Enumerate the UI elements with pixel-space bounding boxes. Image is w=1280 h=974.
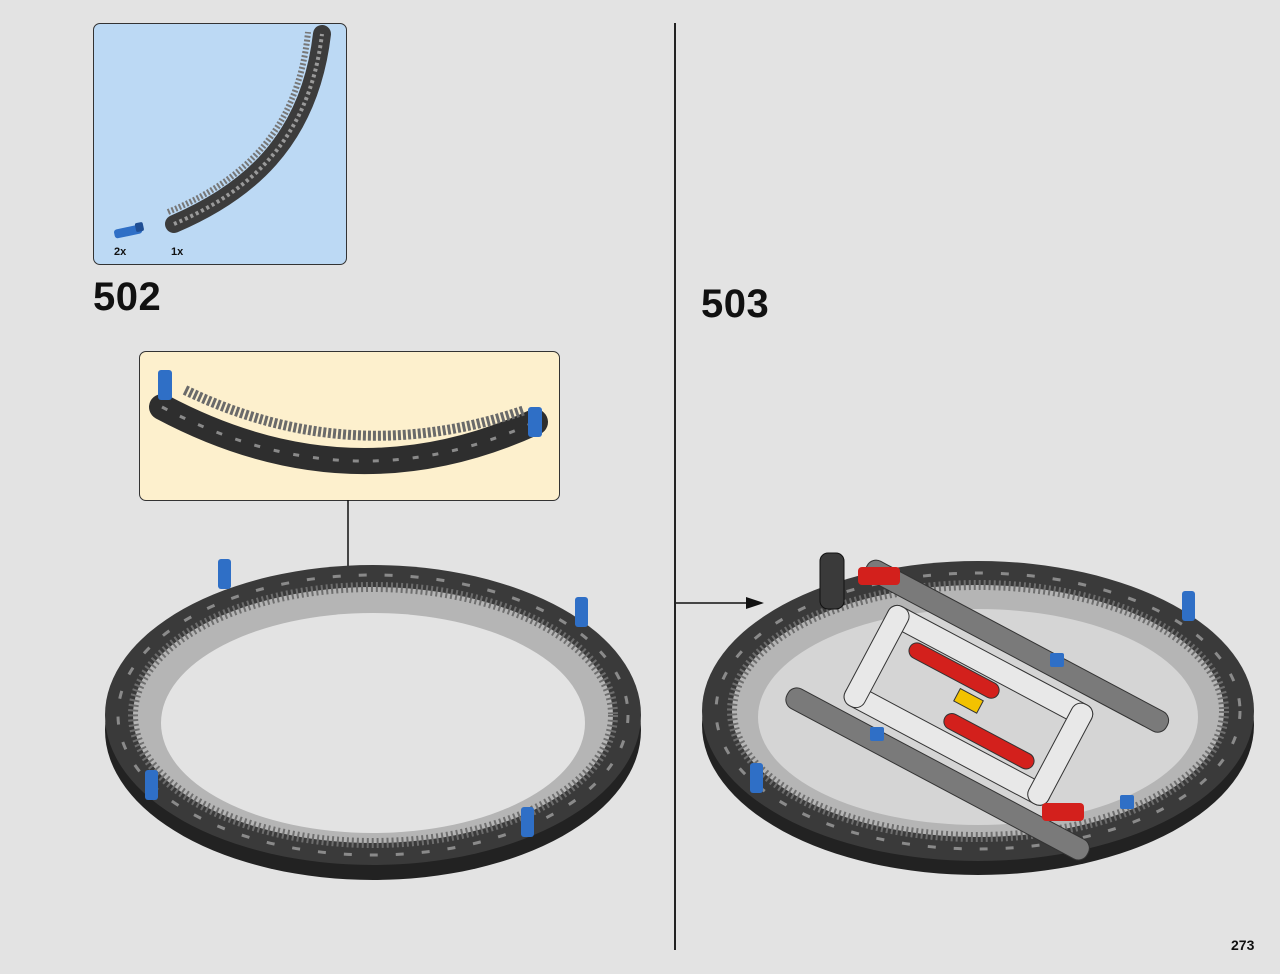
turntable-frame-image-503	[702, 552, 1254, 875]
subassembly-callout	[139, 351, 560, 501]
step-divider-line	[674, 23, 676, 950]
turntable-ring-image-502	[105, 559, 641, 880]
page-number: 273	[1231, 937, 1255, 953]
parts-list-box: 2x 1x	[93, 23, 347, 265]
step-number-503: 503	[701, 282, 770, 326]
curved-gear-rack-icon	[165, 25, 331, 233]
blue-axle-pin-icon	[114, 222, 144, 239]
part-quantity-axle-pin: 2x	[114, 246, 127, 258]
assembly-arrow-503	[676, 597, 764, 609]
part-quantity-gear-rack: 1x	[171, 246, 184, 258]
curved-rack-subassembly-image	[149, 370, 548, 475]
step-number-502: 502	[93, 275, 162, 319]
